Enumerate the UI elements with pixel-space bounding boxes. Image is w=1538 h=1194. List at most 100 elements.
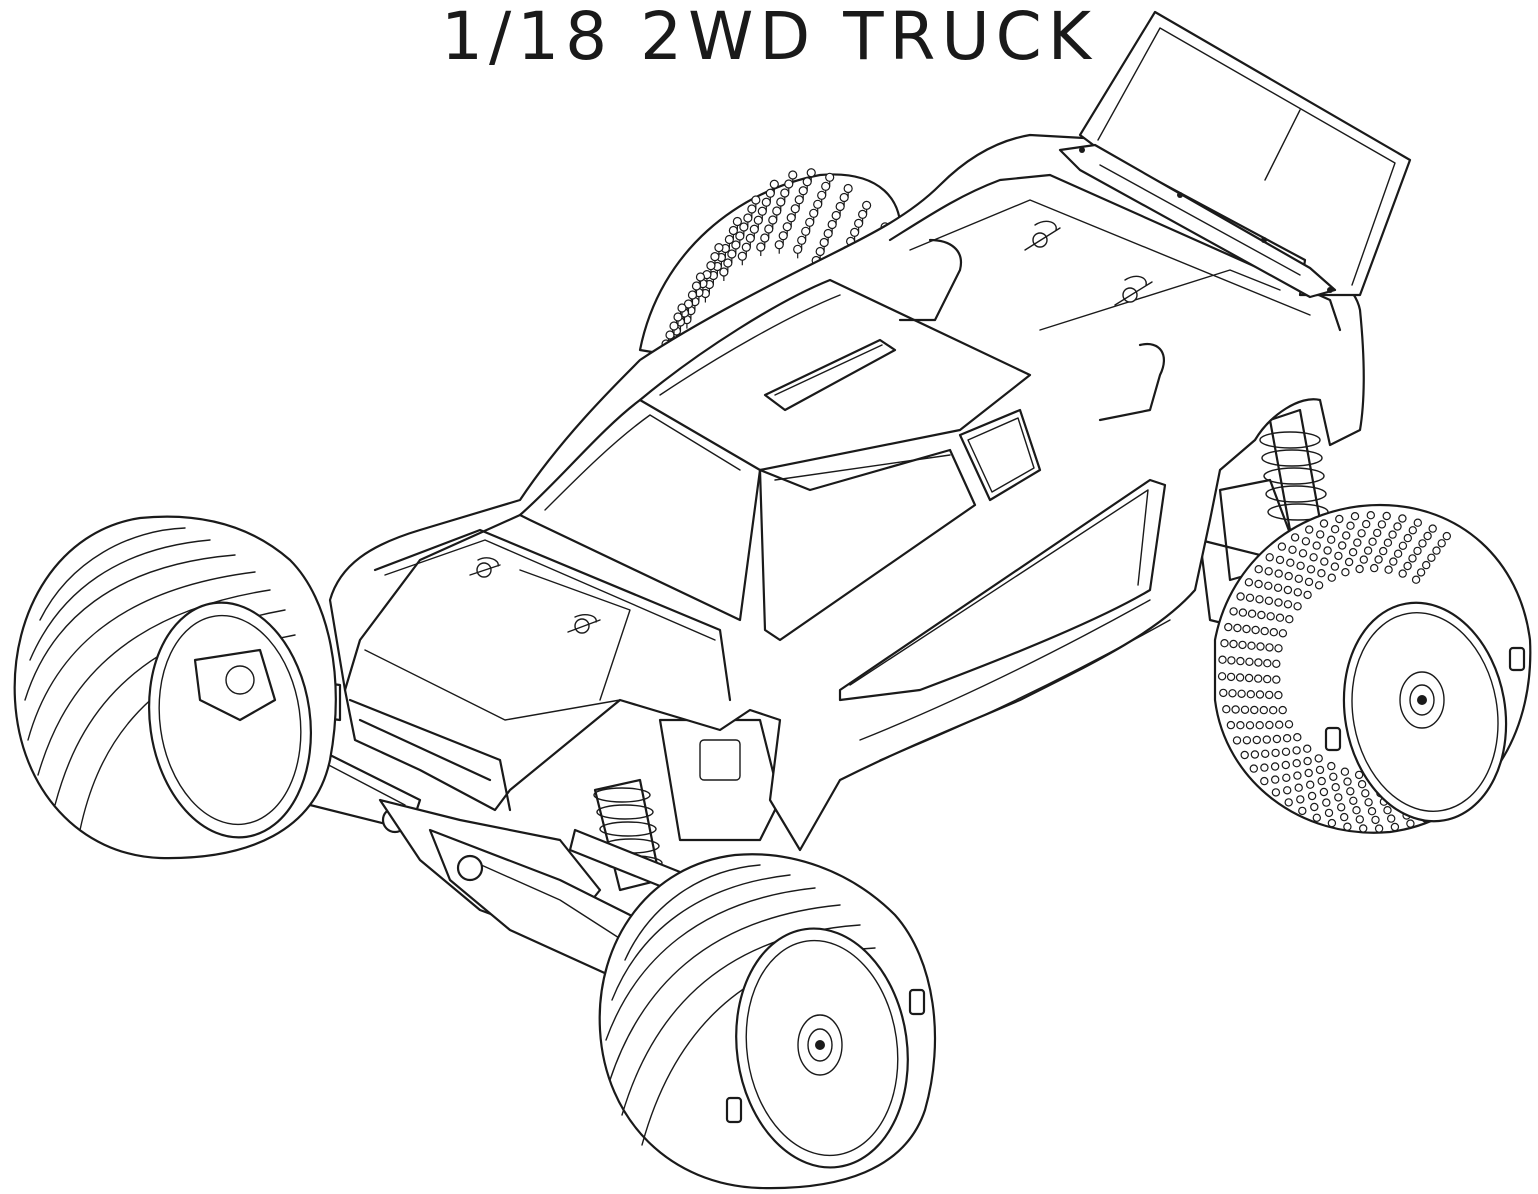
tire-spike xyxy=(1334,793,1343,802)
tire-spike xyxy=(1413,546,1422,556)
tire-spike xyxy=(1244,578,1254,587)
tire-spike xyxy=(772,206,782,216)
tire-spike xyxy=(1257,610,1266,620)
tire-spike xyxy=(1219,688,1228,698)
tire-spike xyxy=(862,200,872,210)
tire-spike xyxy=(835,201,845,212)
tire-spike xyxy=(1265,553,1274,562)
tire-spike xyxy=(1314,754,1323,763)
tire-spike xyxy=(1437,539,1446,548)
tire-spike xyxy=(1314,581,1324,590)
tire-spike xyxy=(760,233,770,243)
tire-spike xyxy=(747,204,757,214)
tire-spike xyxy=(1284,571,1293,581)
tire-spike xyxy=(1353,538,1362,547)
tire-spike xyxy=(1282,786,1292,795)
tire-spike xyxy=(1322,798,1331,807)
tire-spike xyxy=(1290,533,1300,542)
tire-spike xyxy=(809,208,819,218)
tire-spike xyxy=(1355,815,1365,824)
tire-spike xyxy=(1250,750,1260,759)
tire-spike xyxy=(1303,590,1312,600)
tire-spike xyxy=(1260,763,1269,772)
tire-spike xyxy=(1361,519,1371,529)
tire-spike xyxy=(1237,689,1246,699)
tire-spike xyxy=(1238,640,1247,650)
tire-spike xyxy=(1411,575,1421,584)
tire-spike xyxy=(839,192,849,203)
tire-spike xyxy=(1260,749,1270,759)
tire-spike xyxy=(1264,581,1273,591)
tire-spike xyxy=(1236,592,1245,601)
tire-spike xyxy=(691,281,702,291)
tire-spike xyxy=(802,177,812,187)
tire-spike xyxy=(1386,814,1396,823)
tire-spike xyxy=(1272,675,1281,684)
tire-spike xyxy=(797,235,807,245)
tire-spike xyxy=(1354,770,1364,780)
tire-spike xyxy=(687,290,698,300)
tire-spike xyxy=(1341,568,1350,577)
tire-spike xyxy=(790,204,800,214)
tire-spike xyxy=(1245,657,1254,667)
tire-spike xyxy=(1236,721,1245,730)
tire-spike xyxy=(1264,596,1274,606)
page-title: 1/18 2WD TRUCK xyxy=(440,0,1098,75)
tire-spike xyxy=(1357,529,1366,538)
tire-spike xyxy=(1364,798,1373,807)
tire-spike xyxy=(1288,545,1297,555)
tire-spike xyxy=(714,243,724,253)
tire-spike xyxy=(1271,748,1280,758)
body-clip-hood-2 xyxy=(567,614,601,634)
tire-spike xyxy=(1249,764,1259,773)
tire-spike xyxy=(786,213,796,223)
tire-spike xyxy=(1270,762,1280,771)
tire-spike xyxy=(794,195,804,205)
tire-spike xyxy=(728,225,738,236)
tire-spike xyxy=(1232,736,1242,745)
tire-spike xyxy=(821,181,831,191)
tire-spike xyxy=(1330,525,1340,534)
tire-spike xyxy=(761,197,771,207)
tire-spike xyxy=(1265,643,1274,652)
tire-spike xyxy=(1335,514,1344,524)
tire-spike xyxy=(1296,795,1305,804)
tire-spike xyxy=(769,179,779,189)
tire-spike xyxy=(1284,798,1293,807)
tire-spike xyxy=(1242,736,1252,745)
tire-spike xyxy=(793,244,803,254)
tire-spike xyxy=(1226,720,1236,730)
tire-spike xyxy=(1398,569,1407,578)
tire-spike xyxy=(1250,705,1259,715)
tire-spike xyxy=(1388,530,1397,539)
tire-spike xyxy=(1275,613,1285,622)
tire-spike xyxy=(1229,607,1238,616)
tire-spike xyxy=(1278,629,1288,638)
tire-spike xyxy=(1428,524,1437,533)
tire-spike xyxy=(1273,583,1283,593)
tire-spike xyxy=(677,303,687,313)
tire-spike xyxy=(1358,824,1368,833)
tire-spike xyxy=(1349,796,1358,806)
tire-spike xyxy=(776,197,786,207)
tire-spike xyxy=(1382,511,1391,521)
tire-spike xyxy=(1254,579,1263,589)
tire-spike xyxy=(764,224,774,234)
tire-spike xyxy=(743,213,753,223)
tire-spike xyxy=(706,261,716,271)
tire-spike xyxy=(1303,756,1312,766)
tire-spike xyxy=(1286,558,1295,567)
tire-spike xyxy=(665,330,675,340)
tire-spike xyxy=(1260,626,1269,636)
tire-spike xyxy=(1343,777,1352,786)
tire-spike xyxy=(745,233,755,243)
tire-spike xyxy=(1327,573,1337,582)
tire-spike xyxy=(1315,530,1325,539)
tire-spike xyxy=(1293,771,1302,780)
tire-spike xyxy=(1368,537,1377,546)
tire-spike xyxy=(1327,818,1337,828)
tire-spike xyxy=(1355,564,1364,574)
tire-spike xyxy=(1266,612,1275,621)
tire-spike xyxy=(1331,783,1340,792)
tire-spike xyxy=(1307,791,1317,801)
